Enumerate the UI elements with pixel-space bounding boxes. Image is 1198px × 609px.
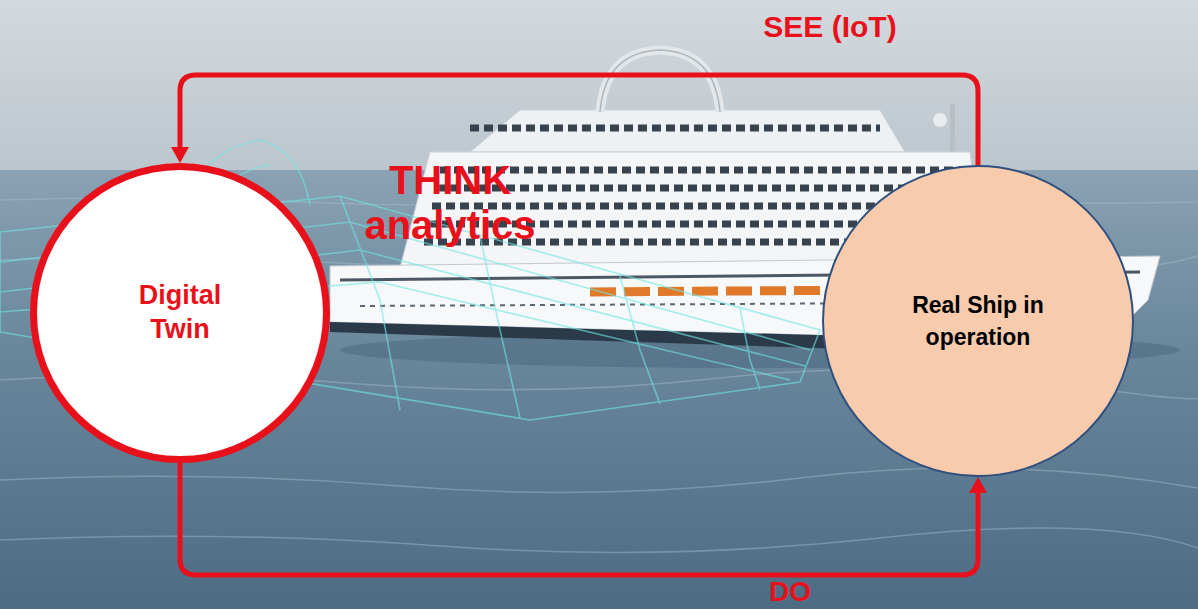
circle-outline [30, 163, 330, 463]
twin-circle: Digital Twin [30, 163, 330, 463]
text-column: Digital Twin [110, 279, 250, 347]
edge-label: SEE (IoT) [700, 10, 960, 43]
analytics-label: THINK analytics [330, 158, 570, 248]
loop-arrow [171, 75, 978, 165]
sky [0, 0, 1198, 170]
edge-label: DO [740, 577, 840, 608]
text-column: Real Ship in operation [891, 289, 1066, 353]
loop-arrow [180, 463, 987, 575]
connector-line [180, 463, 978, 575]
node-label: Real Ship in operation [891, 289, 1066, 353]
arrow-head [171, 147, 189, 163]
node-content: Digital Twin [30, 163, 330, 463]
ship-circle: Real Ship in operation [822, 165, 1134, 477]
circle-shape [34, 167, 327, 460]
connector-line [180, 75, 978, 165]
arrow-head [969, 477, 987, 493]
node-label: Digital Twin [110, 279, 250, 347]
circle-outline [822, 165, 1134, 477]
circle-shape [823, 166, 1133, 476]
node-content: Real Ship in operation [822, 165, 1134, 477]
